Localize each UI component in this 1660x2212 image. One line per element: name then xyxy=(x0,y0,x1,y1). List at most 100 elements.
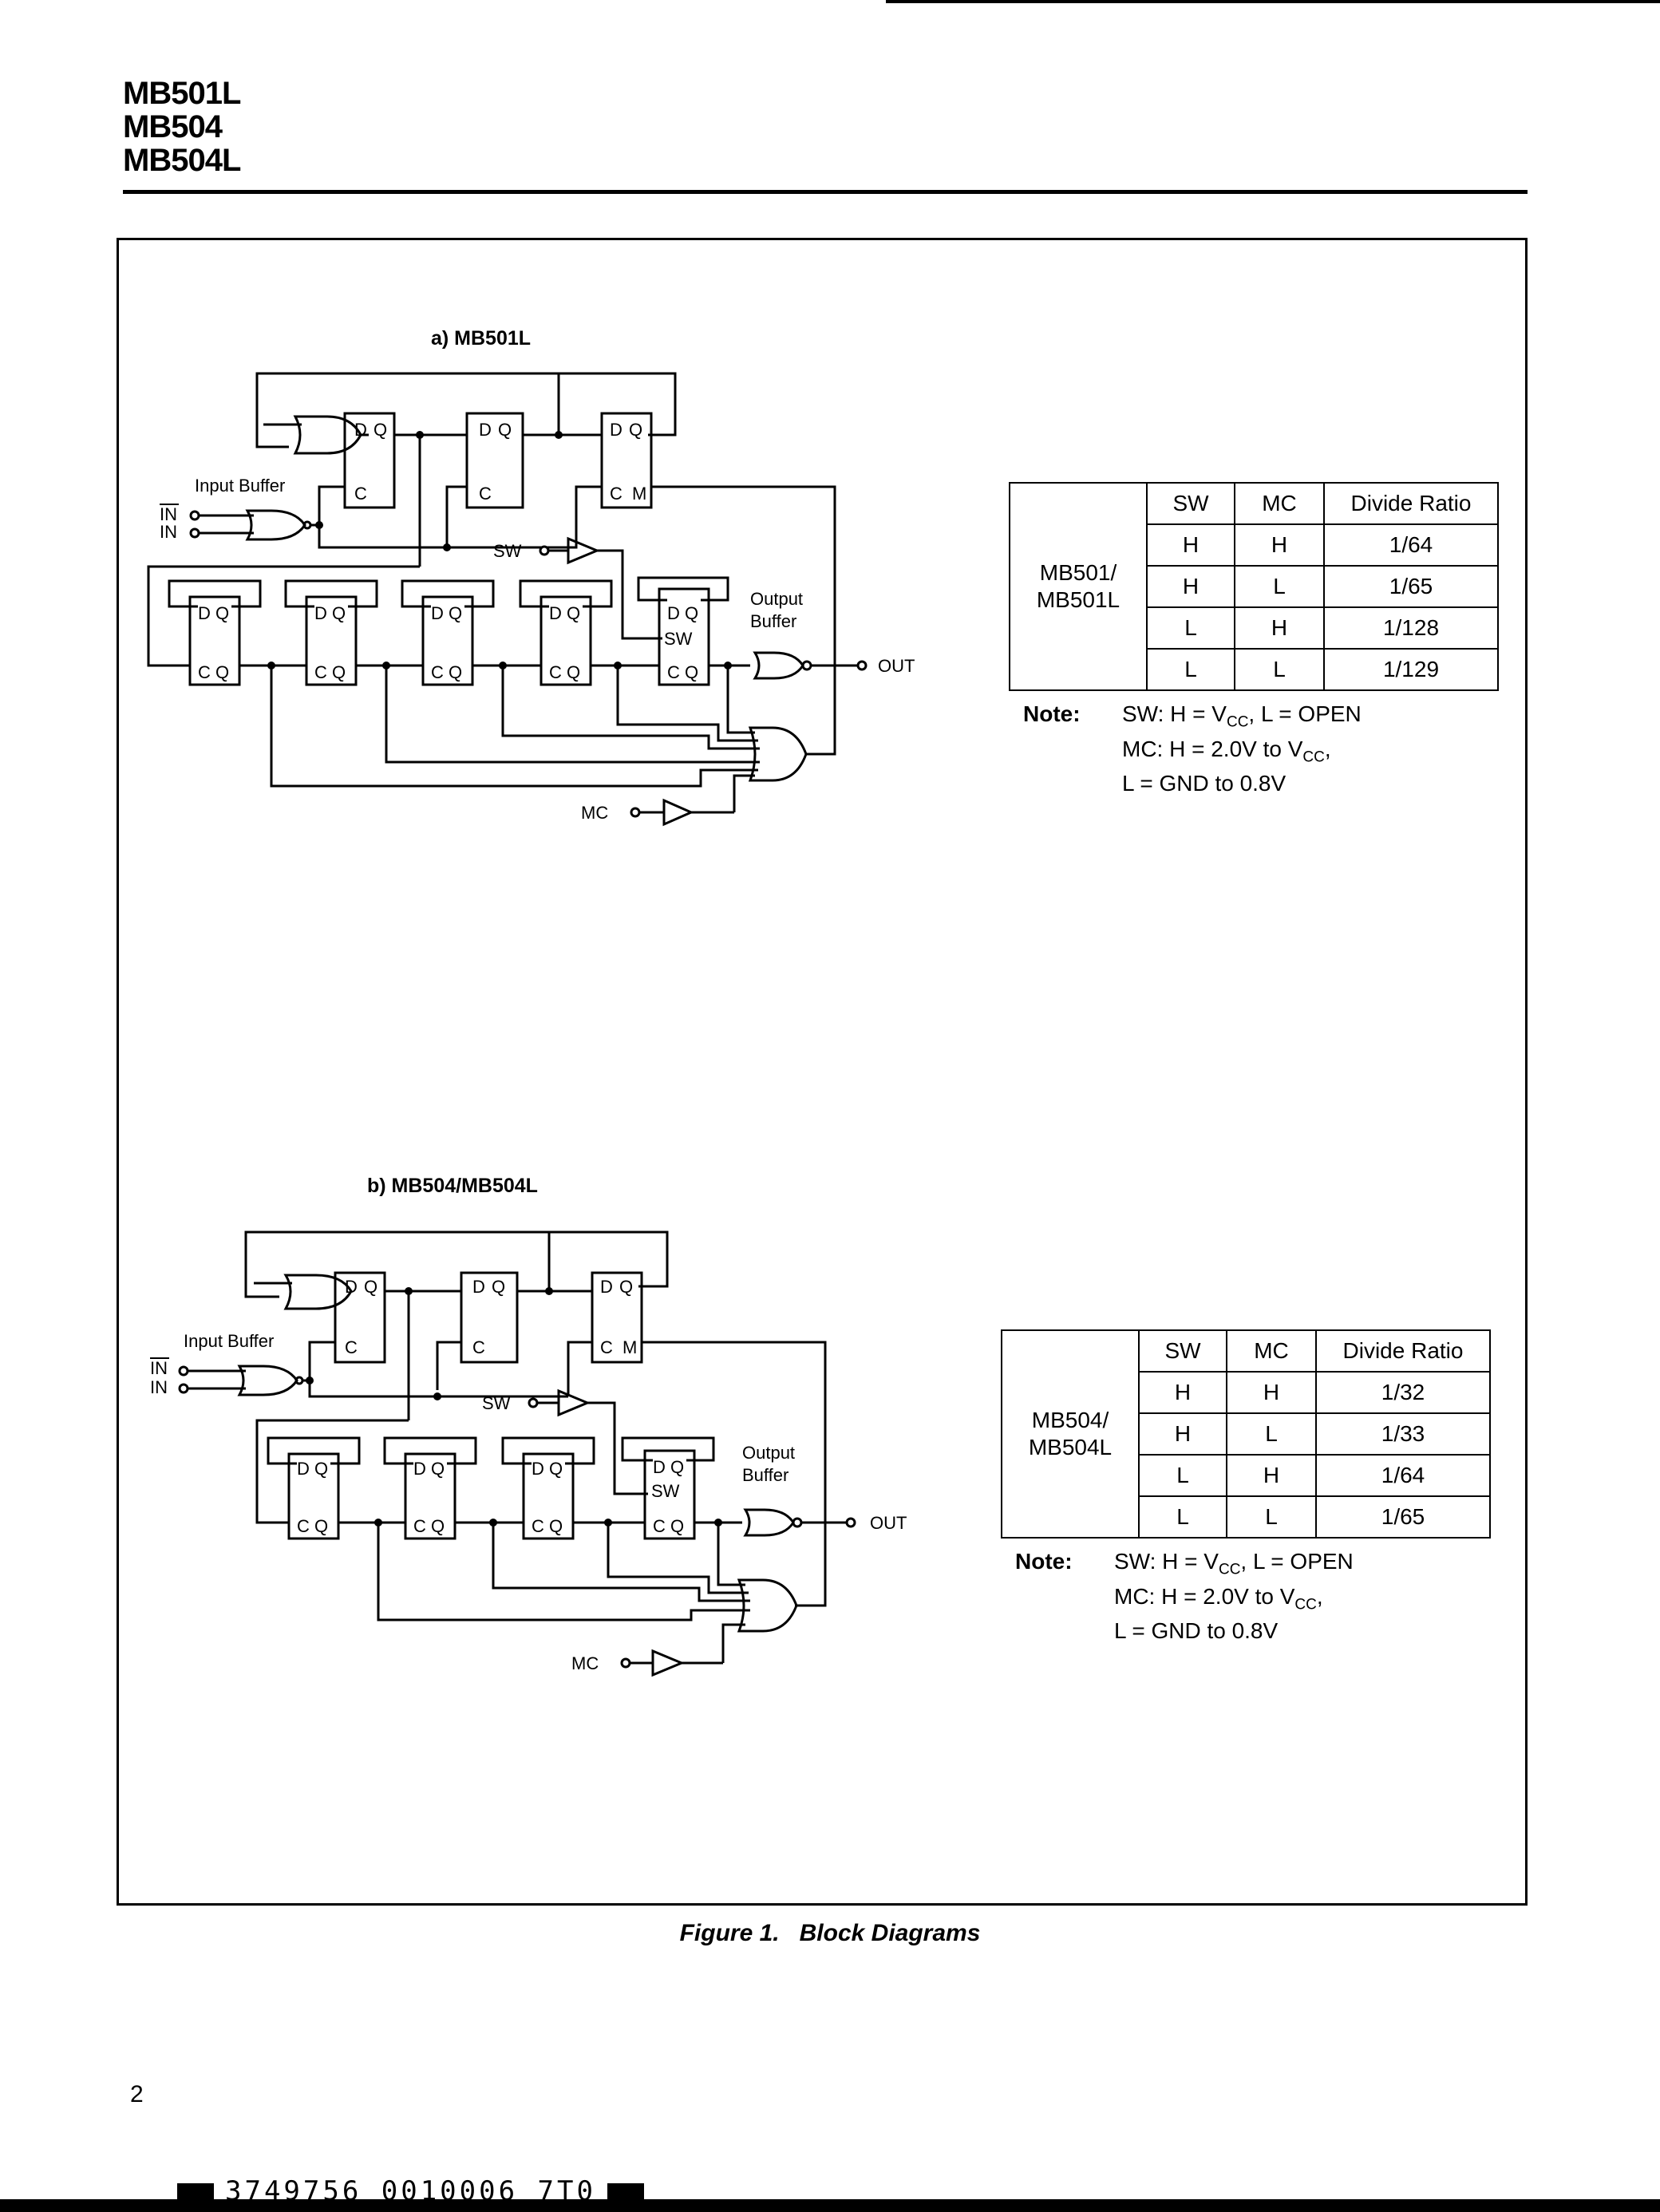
note-subscript: CC xyxy=(1226,713,1249,731)
ff-q: Q xyxy=(215,662,229,682)
table-cell: H xyxy=(1226,1371,1317,1414)
ff-qbar: Q xyxy=(431,1459,445,1479)
mc-label: MC xyxy=(571,1653,599,1673)
in-bar-label: IN xyxy=(150,1358,168,1378)
note-text: , L = OPEN xyxy=(1248,701,1362,726)
input-buffer-label: Input Buffer xyxy=(195,476,285,496)
ff-q: Q xyxy=(314,1516,328,1536)
divide-ratio-table-b: MB504/ MB504L SW MC Divide Ratio H H 1/3… xyxy=(1001,1329,1491,1539)
column-header: Divide Ratio xyxy=(1315,1329,1491,1373)
table-row: H L 1/65 xyxy=(1010,565,1499,608)
column-header: MC xyxy=(1234,482,1325,525)
ff-c: C xyxy=(413,1516,426,1536)
ff-q: Q xyxy=(449,662,462,682)
ff-d: D xyxy=(314,603,327,623)
ff-qbar: Q xyxy=(215,603,229,623)
black-block-mark xyxy=(177,2182,214,2202)
in-bar-label: IN xyxy=(160,504,177,524)
note-text: , xyxy=(1324,736,1331,761)
note-line-1: SW: H = VCC, L = OPEN xyxy=(1114,1548,1354,1583)
ff-c: C xyxy=(472,1337,485,1357)
ff-q: Q xyxy=(549,1516,563,1536)
ff-qbar: Q xyxy=(314,1459,328,1479)
in-label: IN xyxy=(160,522,177,542)
table-row: L L 1/65 xyxy=(1002,1495,1491,1539)
table-cell: H xyxy=(1138,1412,1227,1456)
note-subscript: CC xyxy=(1302,749,1325,766)
note-line-2: MC: H = 2.0V to VCC, xyxy=(1122,736,1362,771)
table-cell: L xyxy=(1226,1495,1317,1539)
top-rule xyxy=(886,0,1660,3)
table-cell: L xyxy=(1234,648,1325,691)
out-label: OUT xyxy=(870,1513,907,1533)
ff-c: C xyxy=(345,1337,358,1357)
note-subscript: CC xyxy=(1294,1596,1317,1614)
table-cell: L xyxy=(1146,606,1235,650)
ff-d: D xyxy=(198,603,211,623)
part-name-cell: MB504/ MB504L xyxy=(1001,1329,1140,1539)
ff-m: M xyxy=(632,484,646,504)
note-text: MC: H = 2.0V to V xyxy=(1114,1583,1295,1609)
ff-c: C xyxy=(354,484,367,504)
note-subscript: CC xyxy=(1218,1561,1241,1578)
ff-q: Q xyxy=(670,1516,684,1536)
table-cell: H xyxy=(1234,606,1325,650)
table-cell: 1/65 xyxy=(1315,1495,1491,1539)
note-label: Note: xyxy=(1023,701,1081,726)
ff-d: D xyxy=(413,1459,426,1479)
ff-d: D xyxy=(653,1457,666,1477)
in-label: IN xyxy=(150,1377,168,1397)
ff-c: C xyxy=(653,1516,666,1536)
note-text: MC: H = 2.0V to V xyxy=(1122,736,1303,761)
ff-c: C xyxy=(314,662,327,682)
part-name-cell: MB501/ MB501L xyxy=(1009,482,1148,691)
ff-qbar: Q xyxy=(374,420,387,440)
table-cell: L xyxy=(1234,565,1325,608)
figure-caption: Figure 1. Block Diagrams xyxy=(679,1920,981,1946)
table-row: H L 1/33 xyxy=(1002,1412,1491,1456)
divide-ratio-table-a: MB501/ MB501L SW MC Divide Ratio H H 1/6… xyxy=(1009,482,1499,691)
part-name-line: MB504/ xyxy=(1031,1408,1109,1432)
column-header: Divide Ratio xyxy=(1323,482,1499,525)
output-buffer-label-2: Buffer xyxy=(742,1465,788,1485)
ff-d: D xyxy=(354,420,367,440)
ff-d: D xyxy=(431,603,444,623)
ff-d: D xyxy=(532,1459,544,1479)
table-cell: 1/64 xyxy=(1315,1454,1491,1497)
note-line-2: MC: H = 2.0V to VCC, xyxy=(1114,1583,1354,1618)
header-rule xyxy=(123,190,1528,194)
sw-label: SW xyxy=(493,541,522,561)
ff-c: C xyxy=(198,662,211,682)
note-label: Note: xyxy=(1015,1549,1073,1574)
table-cell: H xyxy=(1226,1454,1317,1497)
output-buffer-label-1: Output xyxy=(742,1443,795,1463)
table-cell: L xyxy=(1138,1495,1227,1539)
ff-qbar: Q xyxy=(619,1277,633,1297)
column-header: SW xyxy=(1138,1329,1227,1373)
ff-qbar: Q xyxy=(492,1277,505,1297)
note-text: , L = OPEN xyxy=(1240,1549,1354,1574)
ff-d: D xyxy=(345,1277,358,1297)
table-cell: L xyxy=(1146,648,1235,691)
column-header: SW xyxy=(1146,482,1235,525)
part-name-line: MB501/ xyxy=(1039,560,1117,585)
block-diagram-a: a) MB501L Input Buffer IN IN SW MC Outpu… xyxy=(147,327,915,827)
ff-sw: SW xyxy=(664,629,693,649)
ff-d: D xyxy=(667,603,680,623)
black-block-mark xyxy=(607,2182,644,2202)
table-row: H H 1/64 xyxy=(1010,523,1499,567)
part-name-line: MB504L xyxy=(1028,1435,1113,1460)
table-row: L L 1/129 xyxy=(1010,648,1499,691)
table-cell: L xyxy=(1138,1454,1227,1497)
ff-d: D xyxy=(479,420,492,440)
ff-qbar: Q xyxy=(549,1459,563,1479)
block-diagram-b: b) MB504/MB504L Input Buffer IN IN SW MC… xyxy=(150,1175,907,1677)
ff-c: C xyxy=(549,662,562,682)
table-cell: 1/64 xyxy=(1323,523,1499,567)
header-line-1: MB501L xyxy=(123,76,241,111)
output-buffer-label-1: Output xyxy=(750,589,803,609)
table-row: H H 1/32 xyxy=(1002,1371,1491,1414)
ff-m: M xyxy=(622,1337,637,1357)
table-cell: 1/128 xyxy=(1323,606,1499,650)
ff-d: D xyxy=(549,603,562,623)
